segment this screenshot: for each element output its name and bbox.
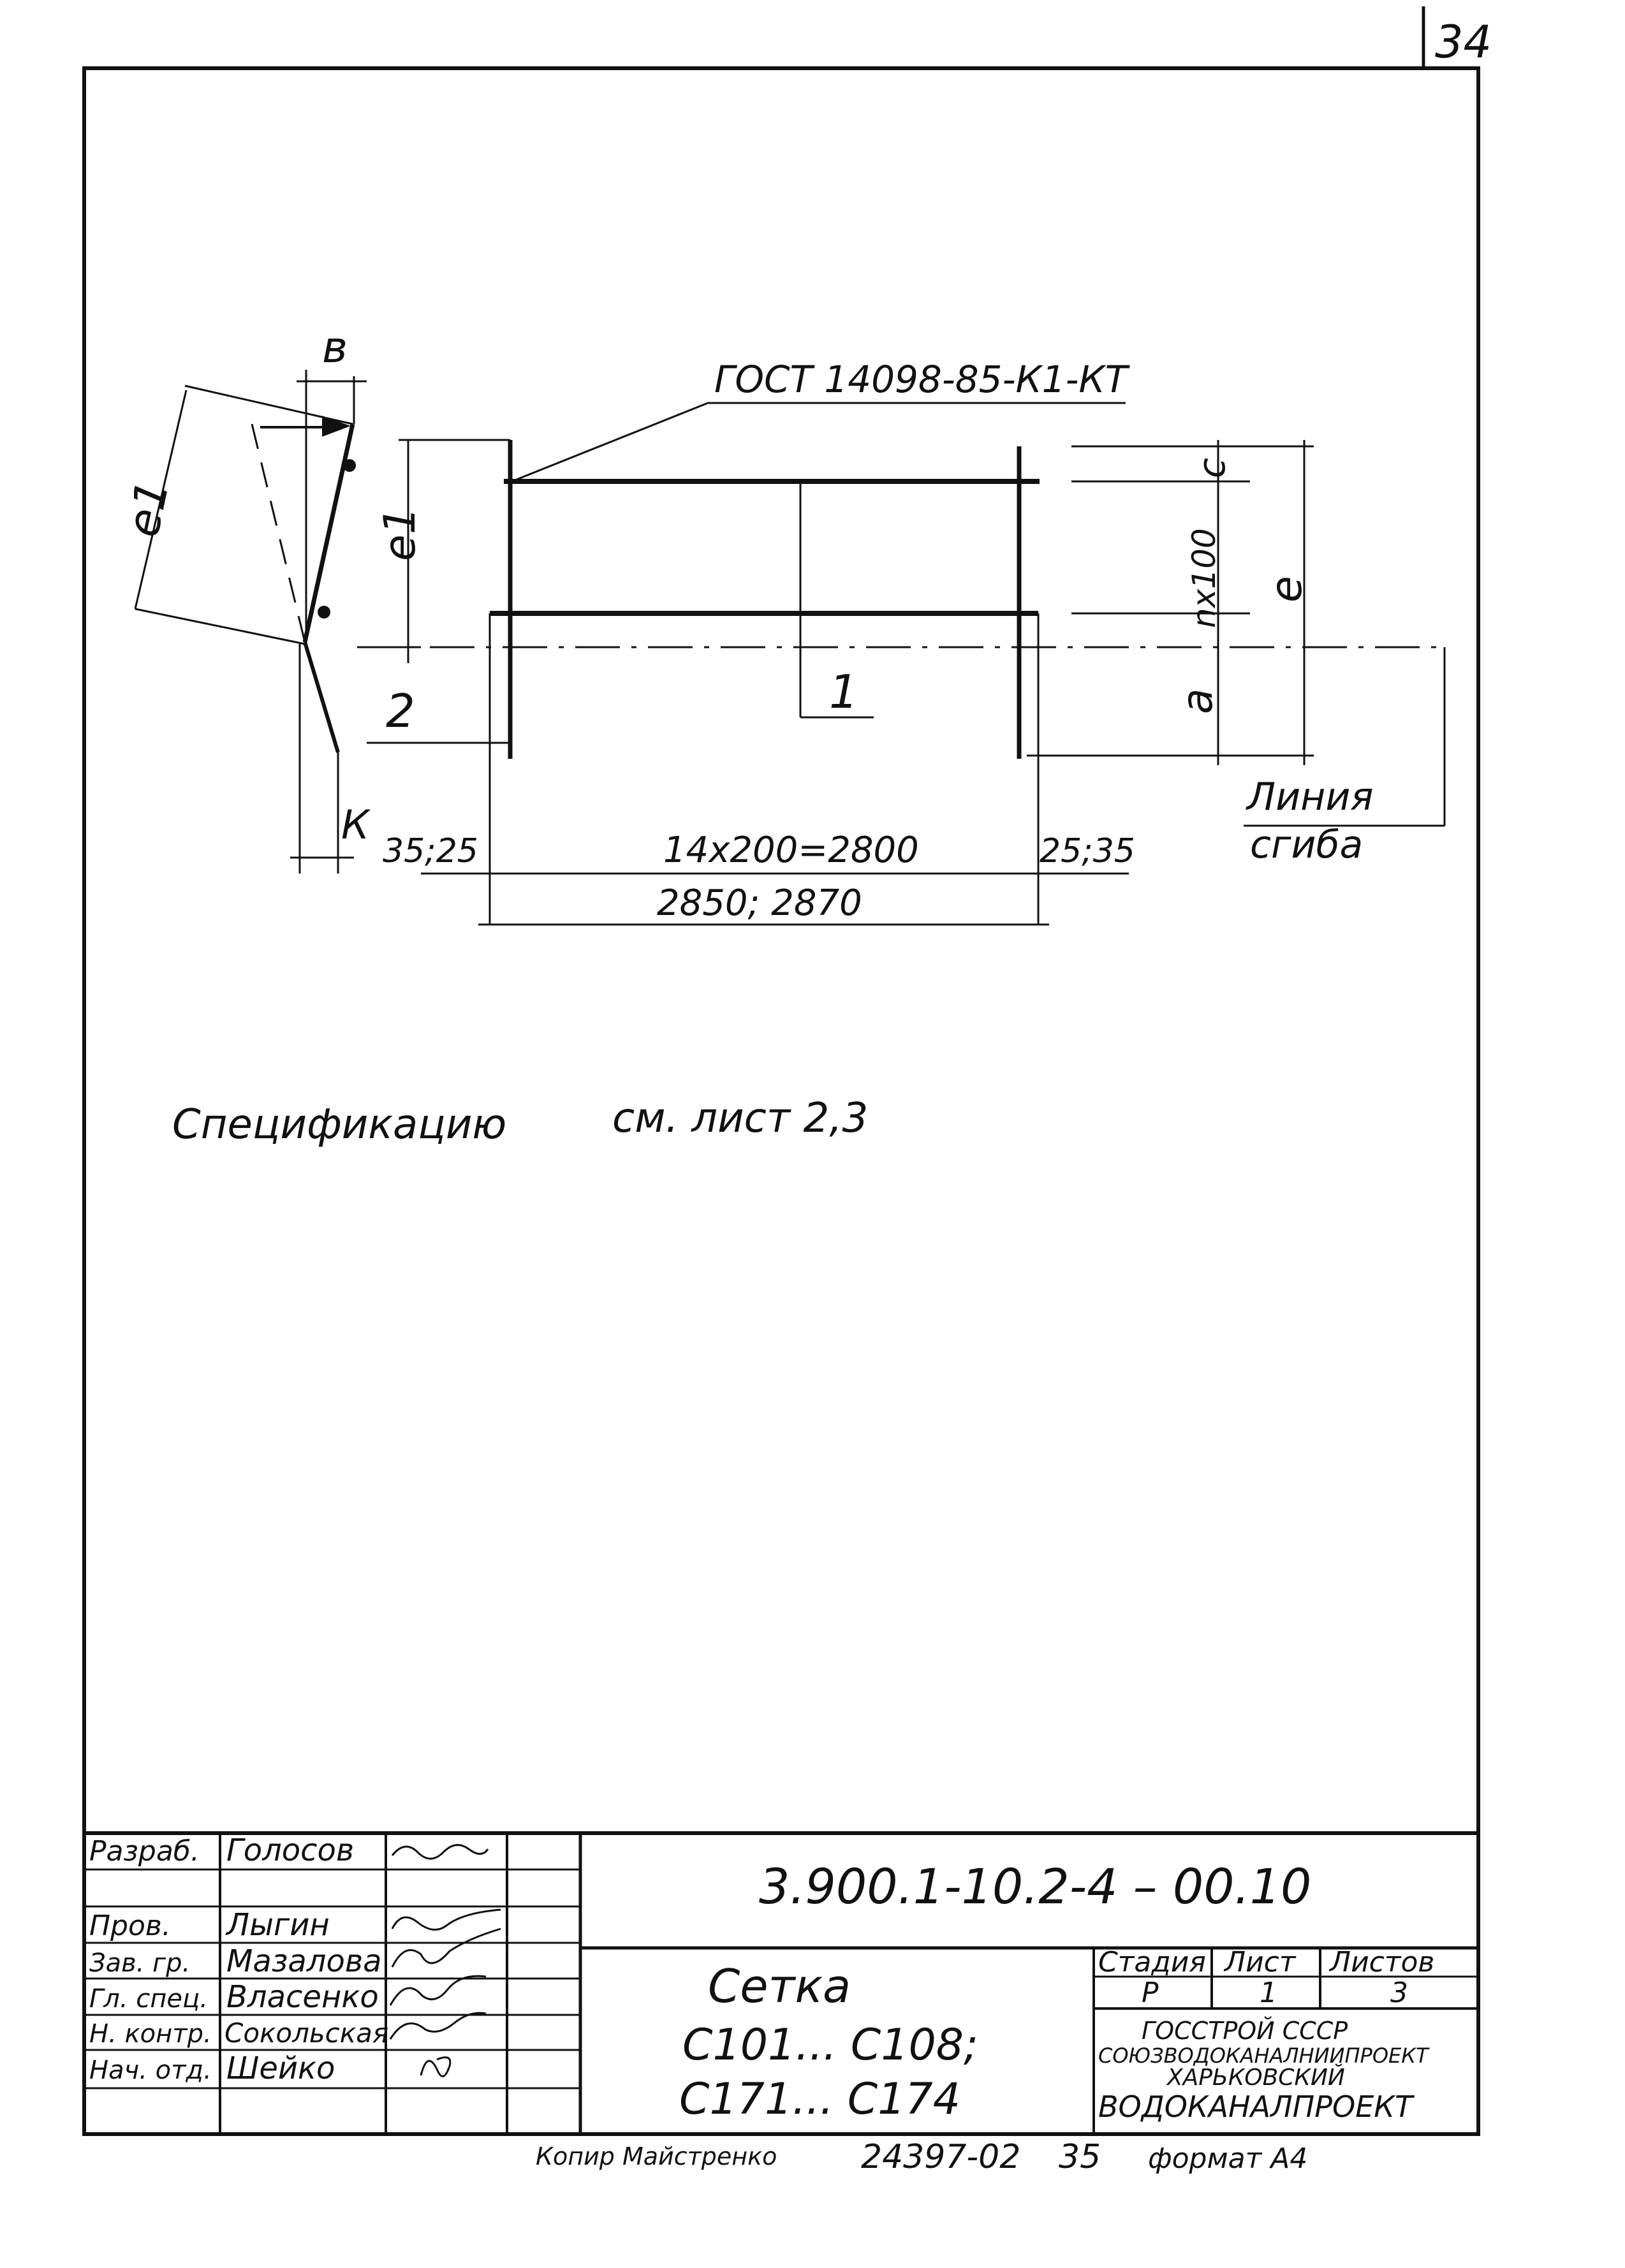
role-6: Нач. отд. — [89, 2056, 212, 2085]
dim-total-label: 2850; 2870 — [657, 882, 862, 924]
dim-left-label: 35;25 — [383, 832, 478, 870]
bottom-dimensions: 35;25 14х200=2800 25;35 2850; 2870 — [383, 830, 1135, 926]
dim-c-label: с — [1190, 458, 1233, 478]
title-line-1: Сетка — [708, 1959, 851, 2013]
designation: 3.900.1-10.2-4 – 00.10 — [759, 1858, 1311, 1915]
role-5: Н. контр. — [89, 2019, 212, 2049]
copier-footer: Копир Майстренко 24397-02 35 формат А4 — [536, 2138, 1307, 2176]
footer-order: 24397-02 — [861, 2138, 1020, 2176]
spec-note-1: Спецификацию — [172, 1101, 506, 1148]
stage-value: Р — [1142, 1977, 1159, 2009]
bend-line-label-2: сгиба — [1250, 823, 1363, 867]
sheet-number-box: 34 — [1422, 6, 1492, 68]
org-line-2: СОЮЗВОДОКАНАЛНИИПРОЕКТ — [1098, 2044, 1430, 2068]
name-3: Мазалова — [226, 1943, 382, 1979]
dim-right-label: 25;35 — [1040, 832, 1135, 870]
role-2: Пров. — [89, 1910, 171, 1942]
title-line-3: С171... С174 — [679, 2074, 960, 2125]
mesh-front-view: 1 2 ГОСТ 14098-85-К1-КТ — [357, 358, 1448, 925]
gost-label: ГОСТ 14098-85-К1-КТ — [714, 358, 1131, 401]
sheet-value: 1 — [1260, 1977, 1277, 2009]
sheets-value: 3 — [1390, 1977, 1408, 2009]
signature — [389, 1975, 487, 2006]
dim-l1: е1 — [375, 439, 425, 663]
sheets-header: Листов — [1328, 1946, 1434, 1979]
footer-page: 35 — [1059, 2138, 1101, 2176]
signature — [420, 2056, 452, 2077]
pos-1-label: 1 — [829, 665, 858, 719]
name-6: Шейко — [226, 2051, 335, 2086]
org-line-1: ГОССТРОЙ СССР — [1142, 2017, 1348, 2045]
right-dimensions: с nх100 е а Линия сгиба — [1027, 440, 1446, 867]
dim-middle-label: 14х200=2800 — [663, 830, 919, 871]
signature — [391, 1928, 501, 1968]
signature — [391, 1844, 489, 1860]
signature — [389, 2012, 487, 2040]
arrow-icon — [322, 416, 351, 437]
bend-line-label-1: Линия — [1246, 775, 1373, 819]
dim-b-label: в — [322, 323, 348, 373]
signatures — [389, 1844, 501, 2077]
dim-l1-label: е1 — [375, 507, 425, 561]
signature — [391, 1908, 501, 1931]
bar-dot — [318, 606, 330, 618]
name-5: Сокольская — [224, 2017, 388, 2049]
name-0: Голосов — [226, 1833, 354, 1868]
dim-e-label: е — [1261, 576, 1312, 603]
role-0: Разраб. — [89, 1835, 200, 1868]
sheet-number: 34 — [1435, 16, 1492, 68]
dim-a-label: а — [1173, 689, 1222, 714]
spec-note-2: см. лист 2,3 — [612, 1095, 868, 1142]
title-line-2: С101... С108; — [682, 2020, 978, 2070]
bar-dot — [343, 459, 356, 472]
bent-profile-view: е1 в К — [116, 323, 371, 874]
footer-format: формат А4 — [1148, 2142, 1307, 2175]
role-3: Зав. гр. — [89, 1949, 190, 1978]
stage-header: Стадия — [1098, 1946, 1206, 1979]
pos-2-label: 2 — [386, 684, 415, 738]
footer-copier: Копир Майстренко — [536, 2142, 777, 2170]
name-2: Лыгин — [225, 1907, 330, 1943]
org-line-3: ХАРЬКОВСКИЙ — [1166, 2064, 1345, 2091]
dim-nx100-label: nх100 — [1186, 528, 1223, 628]
sheet-header: Лист — [1223, 1946, 1297, 1979]
org-line-4: ВОДОКАНАЛПРОЕКТ — [1098, 2089, 1415, 2124]
dim-k-label: К — [341, 801, 371, 848]
mesh-drawing: е1 в К — [116, 323, 1448, 926]
title-block: Разраб. Голосов Пров. Лыгин Зав. гр. Маз… — [84, 1831, 1478, 2136]
dim-l1-side-label: е1 — [116, 476, 179, 541]
role-4: Гл. спец. — [89, 1984, 208, 2014]
name-4: Власенко — [226, 1979, 379, 2015]
